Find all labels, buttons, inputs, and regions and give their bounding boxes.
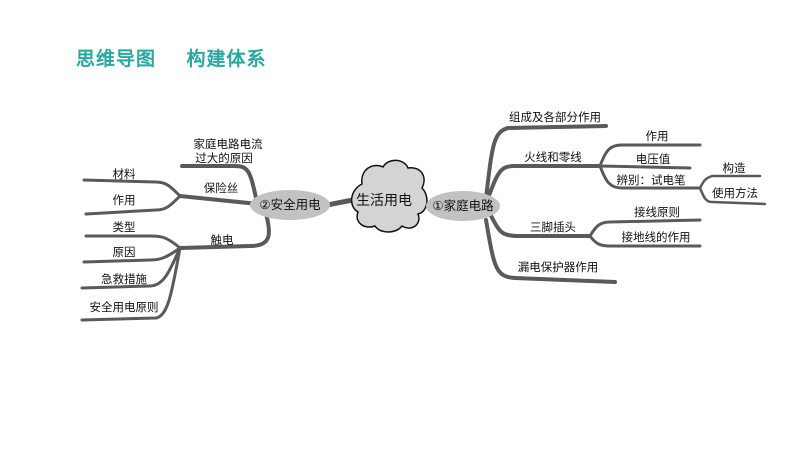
node-fuse-material[interactable]: 材料 <box>113 167 136 181</box>
branch-live-voltage <box>598 164 692 170</box>
branch-safety-rules <box>80 246 182 322</box>
branch-shock <box>178 212 271 250</box>
center-label: 生活用电 <box>356 193 412 209</box>
branch-pen-structure <box>698 174 762 190</box>
branch-components <box>483 124 608 208</box>
branch-live-identify <box>598 164 702 190</box>
left-hub[interactable] <box>250 190 330 220</box>
node-leakage[interactable]: 漏电保护器作用 <box>518 260 599 274</box>
node-overcurrent-line1[interactable]: 家庭电路电流 <box>194 137 263 151</box>
link-center-left <box>325 197 357 208</box>
branch-fuse <box>178 194 260 206</box>
branch-leakage <box>484 218 617 284</box>
node-live-neutral[interactable]: 火线和零线 <box>524 150 582 164</box>
right-hub[interactable] <box>426 191 500 221</box>
branch-shock-cause <box>82 246 182 264</box>
node-shock-cause[interactable]: 原因 <box>113 245 136 259</box>
node-first-aid[interactable]: 急救措施 <box>101 272 147 286</box>
branch-live-function <box>598 143 702 168</box>
branch-overcurrent <box>180 164 258 200</box>
center-cloud[interactable] <box>350 159 428 233</box>
right-hub-label: ①家庭电路 <box>432 198 494 213</box>
node-overcurrent-line2[interactable]: 过大的原因 <box>195 151 253 165</box>
node-live-identify[interactable]: 辨别：试电笔 <box>617 173 686 187</box>
node-live-function[interactable]: 作用 <box>646 129 669 143</box>
node-pen-usage[interactable]: 使用方法 <box>712 186 758 200</box>
node-plug-ground[interactable]: 接地线的作用 <box>622 230 691 244</box>
node-shock[interactable]: 触电 <box>211 233 234 247</box>
branch-plug-ground <box>588 234 702 248</box>
branch-fuse-function <box>84 194 182 216</box>
node-plug-wiring[interactable]: 接线原则 <box>634 205 680 219</box>
branch-fuse-material <box>82 178 182 198</box>
branch-plug-wiring <box>588 218 702 238</box>
node-components[interactable]: 组成及各部分作用 <box>509 110 601 124</box>
branch-pen-usage <box>698 186 767 206</box>
node-fuse-function[interactable]: 作用 <box>113 193 136 207</box>
node-fuse[interactable]: 保险丝 <box>204 181 239 195</box>
branch-plug <box>488 212 592 238</box>
node-live-voltage[interactable]: 电压值 <box>636 152 671 166</box>
node-safety-rules[interactable]: 安全用电原则 <box>90 300 159 314</box>
page-title: 思维导图 构建体系 <box>76 48 267 70</box>
branch-live-neutral <box>486 164 602 200</box>
node-shock-type[interactable]: 类型 <box>113 220 136 234</box>
node-pen-structure[interactable]: 构造 <box>723 161 746 175</box>
branch-shock-type <box>84 234 182 250</box>
left-hub-label: ②安全用电 <box>259 197 321 212</box>
node-plug[interactable]: 三脚插头 <box>530 220 576 234</box>
branch-first-aid <box>80 246 182 290</box>
